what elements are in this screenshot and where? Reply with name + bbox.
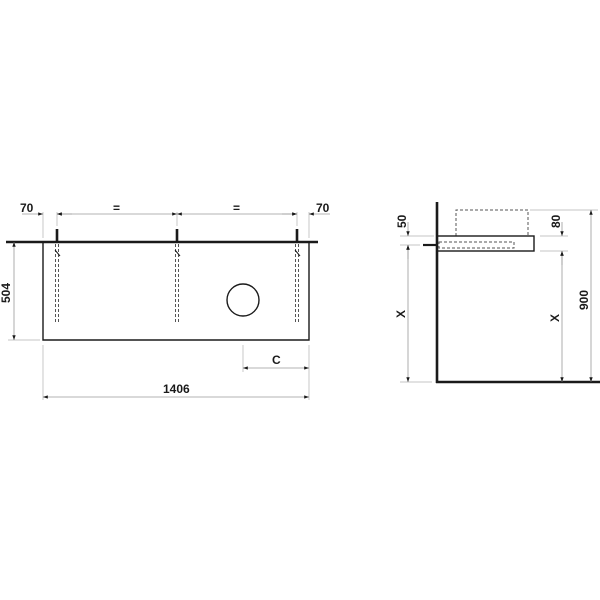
front-view: 70 = = 70 504 C 1406 (0, 201, 330, 400)
dim-pin-height: 50 (395, 214, 409, 228)
dim-mount-height-right: X (548, 314, 562, 322)
dim-right-offset: 70 (316, 201, 330, 215)
dim-total-height: 900 (577, 290, 591, 310)
countertop-slot-hidden (438, 241, 515, 249)
dim-left-offset: 70 (20, 201, 34, 215)
dim-spacing-right: = (233, 201, 240, 215)
mounting-bolt-right (294, 229, 301, 322)
basin-outline-hidden (455, 209, 529, 236)
side-view: 50 X 80 X 900 (394, 202, 600, 384)
vanity-outline (42, 242, 310, 341)
dim-drain-offset: C (272, 353, 281, 367)
dim-height: 504 (0, 283, 13, 303)
dim-total-width: 1406 (163, 382, 190, 396)
dim-spacing-left: = (113, 201, 120, 215)
mounting-bolt-middle (174, 229, 181, 322)
drain-hole (226, 283, 260, 317)
dim-mount-height-left: X (394, 310, 408, 318)
dim-top-thickness: 80 (549, 214, 563, 228)
countertop (436, 235, 535, 252)
mounting-bolt-left (54, 229, 61, 322)
